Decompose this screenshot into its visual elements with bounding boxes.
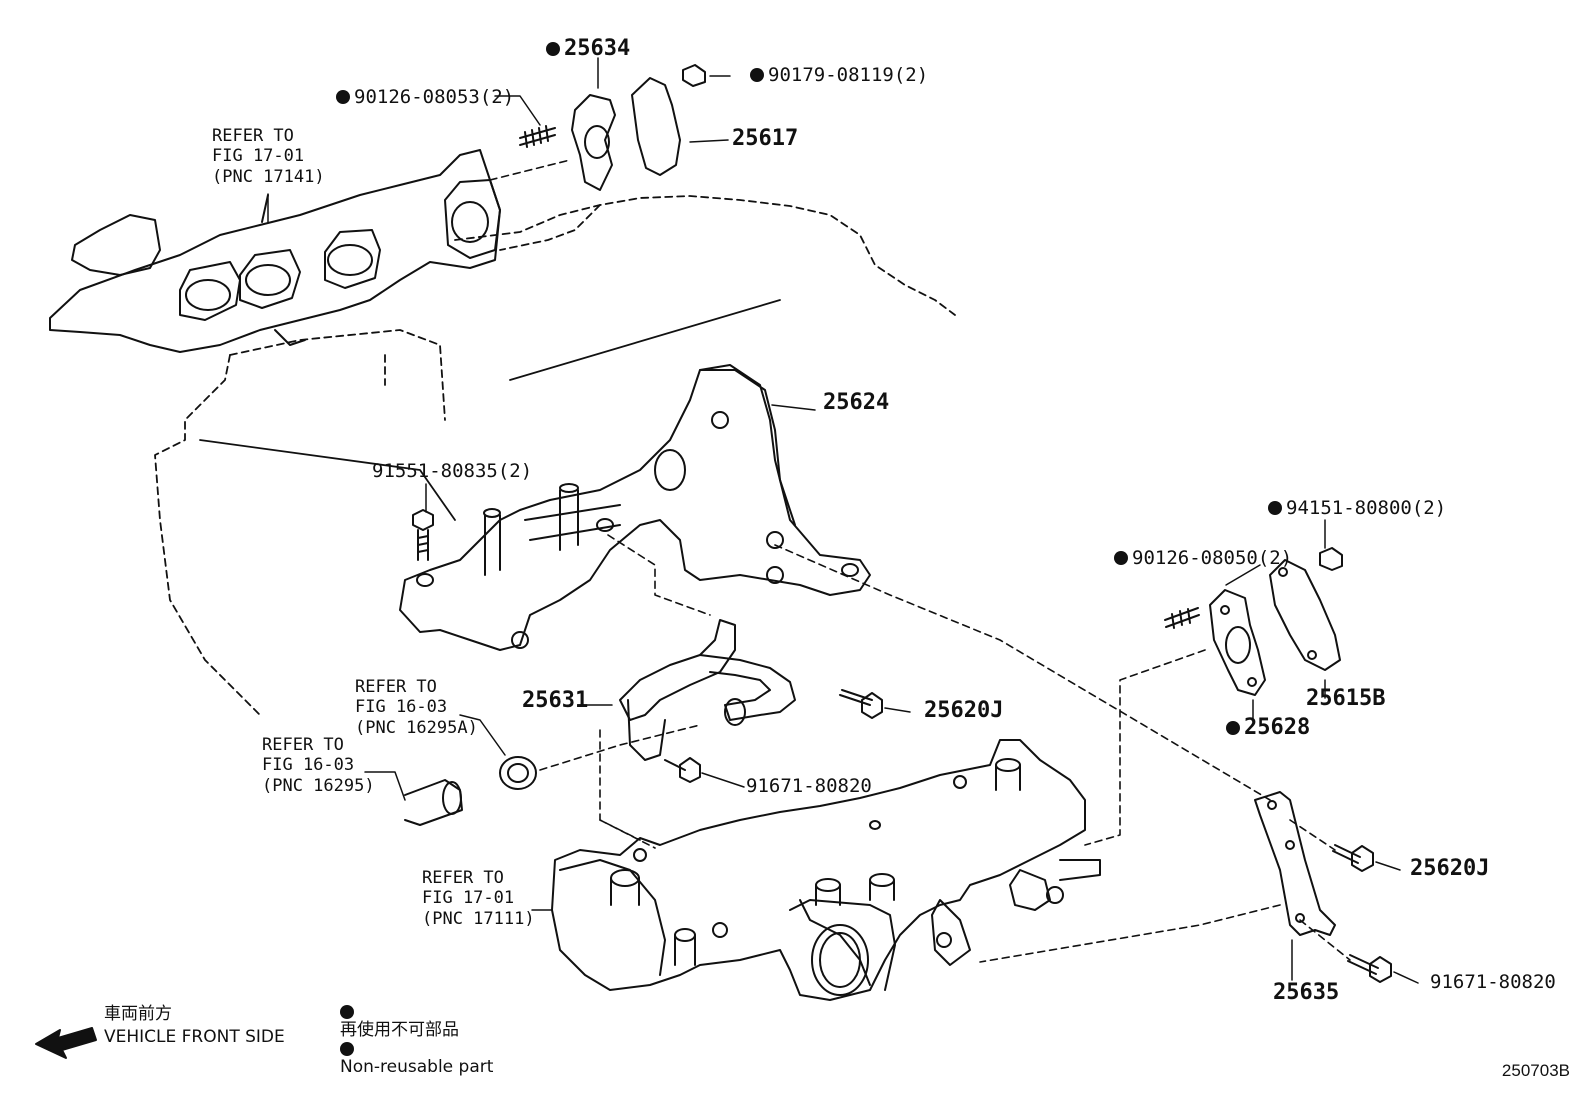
engine-block-outline xyxy=(154,195,956,716)
ref-line: REFER TO xyxy=(355,677,437,697)
label-91671-80820-upper: 91671-80820 xyxy=(746,775,872,797)
label-25634: 25634 xyxy=(546,38,630,60)
ref-line: FIG 17-01 xyxy=(212,146,305,167)
nonreusable-en: Non-reusable part xyxy=(340,1056,494,1077)
nonreusable-marker xyxy=(336,90,350,104)
label-90126-08050: 90126-08050(2) xyxy=(1114,549,1292,568)
label-94151-80800: 94151-80800(2) xyxy=(1268,499,1446,518)
leader-gasket-to-manifold xyxy=(1084,649,1206,846)
engine-block-lines xyxy=(199,299,781,521)
nut-94151 xyxy=(1319,547,1343,571)
label-25624: 25624 xyxy=(823,390,890,415)
ref-line: REFER TO xyxy=(212,126,294,146)
hose-clip xyxy=(499,756,537,790)
nonreusable-marker xyxy=(340,1005,354,1019)
nonreusable-marker xyxy=(1114,551,1128,565)
refer-fig-16-03-pnc-16295: REFER TO FIG 16-03 (PNC 16295) xyxy=(262,735,375,796)
leader-exhaust-to-gasket xyxy=(489,159,571,181)
bolt-91551 xyxy=(412,509,434,561)
refer-fig-16-03-pnc-16295a: REFER TO FIG 16-03 (PNC 16295A) xyxy=(355,677,478,738)
label-25617: 25617 xyxy=(732,126,799,151)
label-25628: 25628 xyxy=(1226,717,1310,739)
ref-line: (PNC 16295A) xyxy=(355,717,478,738)
hose xyxy=(404,779,463,826)
egr-cooler-25624 xyxy=(399,364,871,651)
nonreusable-marker xyxy=(1226,721,1240,735)
label-90179-08119: 90179-08119(2) xyxy=(750,66,928,85)
nonreusable-marker xyxy=(750,68,764,82)
ref-line: REFER TO xyxy=(422,868,504,888)
label-91551-80835: 91551-80835(2) xyxy=(372,460,533,482)
diagram-code: 250703B xyxy=(1501,1061,1570,1080)
label-25615b: 25615B xyxy=(1306,686,1386,711)
label-leader-lines xyxy=(267,57,1419,984)
bolt-91671-upper xyxy=(664,757,701,783)
direction-jp: 車両前方 xyxy=(104,1004,172,1024)
gasket-25634 xyxy=(571,94,616,191)
nonreusable-marker xyxy=(1268,501,1282,515)
nonreusable-en-row: Non-reusable part xyxy=(340,1041,494,1079)
leader-clip-to-pipe xyxy=(539,724,701,771)
intake-manifold xyxy=(551,739,1101,1001)
nonreusable-jp: 再使用不可部品 xyxy=(340,1020,459,1040)
ref-line: (PNC 17141) xyxy=(212,166,325,187)
ref-line: FIG 16-03 xyxy=(355,697,448,718)
bracket-leader-lines xyxy=(599,819,1351,963)
nut-90179 xyxy=(682,64,706,87)
nonreusable-jp-row: 再使用不可部品 xyxy=(340,1005,493,1042)
direction-en: VEHICLE FRONT SIDE xyxy=(104,1026,285,1047)
ref-line: FIG 16-03 xyxy=(262,755,355,776)
stud-90126-08053 xyxy=(519,125,556,148)
gasket-25628 xyxy=(1209,589,1266,696)
exhaust-manifold xyxy=(49,149,501,353)
ref-line: (PNC 16295) xyxy=(262,775,375,796)
nonreusable-legend: 再使用不可部品 Non-reusable part xyxy=(340,1005,493,1079)
front-arrow xyxy=(35,1027,97,1059)
ref-line: (PNC 17111) xyxy=(422,908,535,929)
label-25620j-lower: 25620J xyxy=(1410,856,1490,881)
vehicle-front-legend: 車両前方 VEHICLE FRONT SIDE xyxy=(104,1003,285,1049)
label-25620j-upper: 25620J xyxy=(924,698,1004,723)
bolt-25620j-lower xyxy=(1332,844,1374,872)
refer-fig-17-01-pnc-17141: REFER TO FIG 17-01 (PNC 17141) xyxy=(212,126,325,187)
bolt-25620j-upper xyxy=(839,689,883,719)
stud-90126-08050 xyxy=(1164,607,1200,629)
label-90126-08053: 90126-08053(2) xyxy=(336,88,514,107)
pipe-25631 xyxy=(619,619,796,761)
ref-line: REFER TO xyxy=(262,735,344,755)
nonreusable-marker xyxy=(546,42,560,56)
ref-line: FIG 17-01 xyxy=(422,888,515,909)
bracket-25635 xyxy=(1254,791,1336,936)
cover-25617 xyxy=(631,77,681,176)
bolt-91671-lower xyxy=(1347,954,1392,983)
nonreusable-marker xyxy=(340,1041,354,1056)
label-91671-80820-lower: 91671-80820 xyxy=(1430,971,1556,993)
plate-25615b xyxy=(1269,559,1341,671)
label-25635: 25635 xyxy=(1273,980,1340,1005)
refer-fig-17-01-pnc-17111: REFER TO FIG 17-01 (PNC 17111) xyxy=(422,868,535,929)
label-25631: 25631 xyxy=(522,688,589,713)
